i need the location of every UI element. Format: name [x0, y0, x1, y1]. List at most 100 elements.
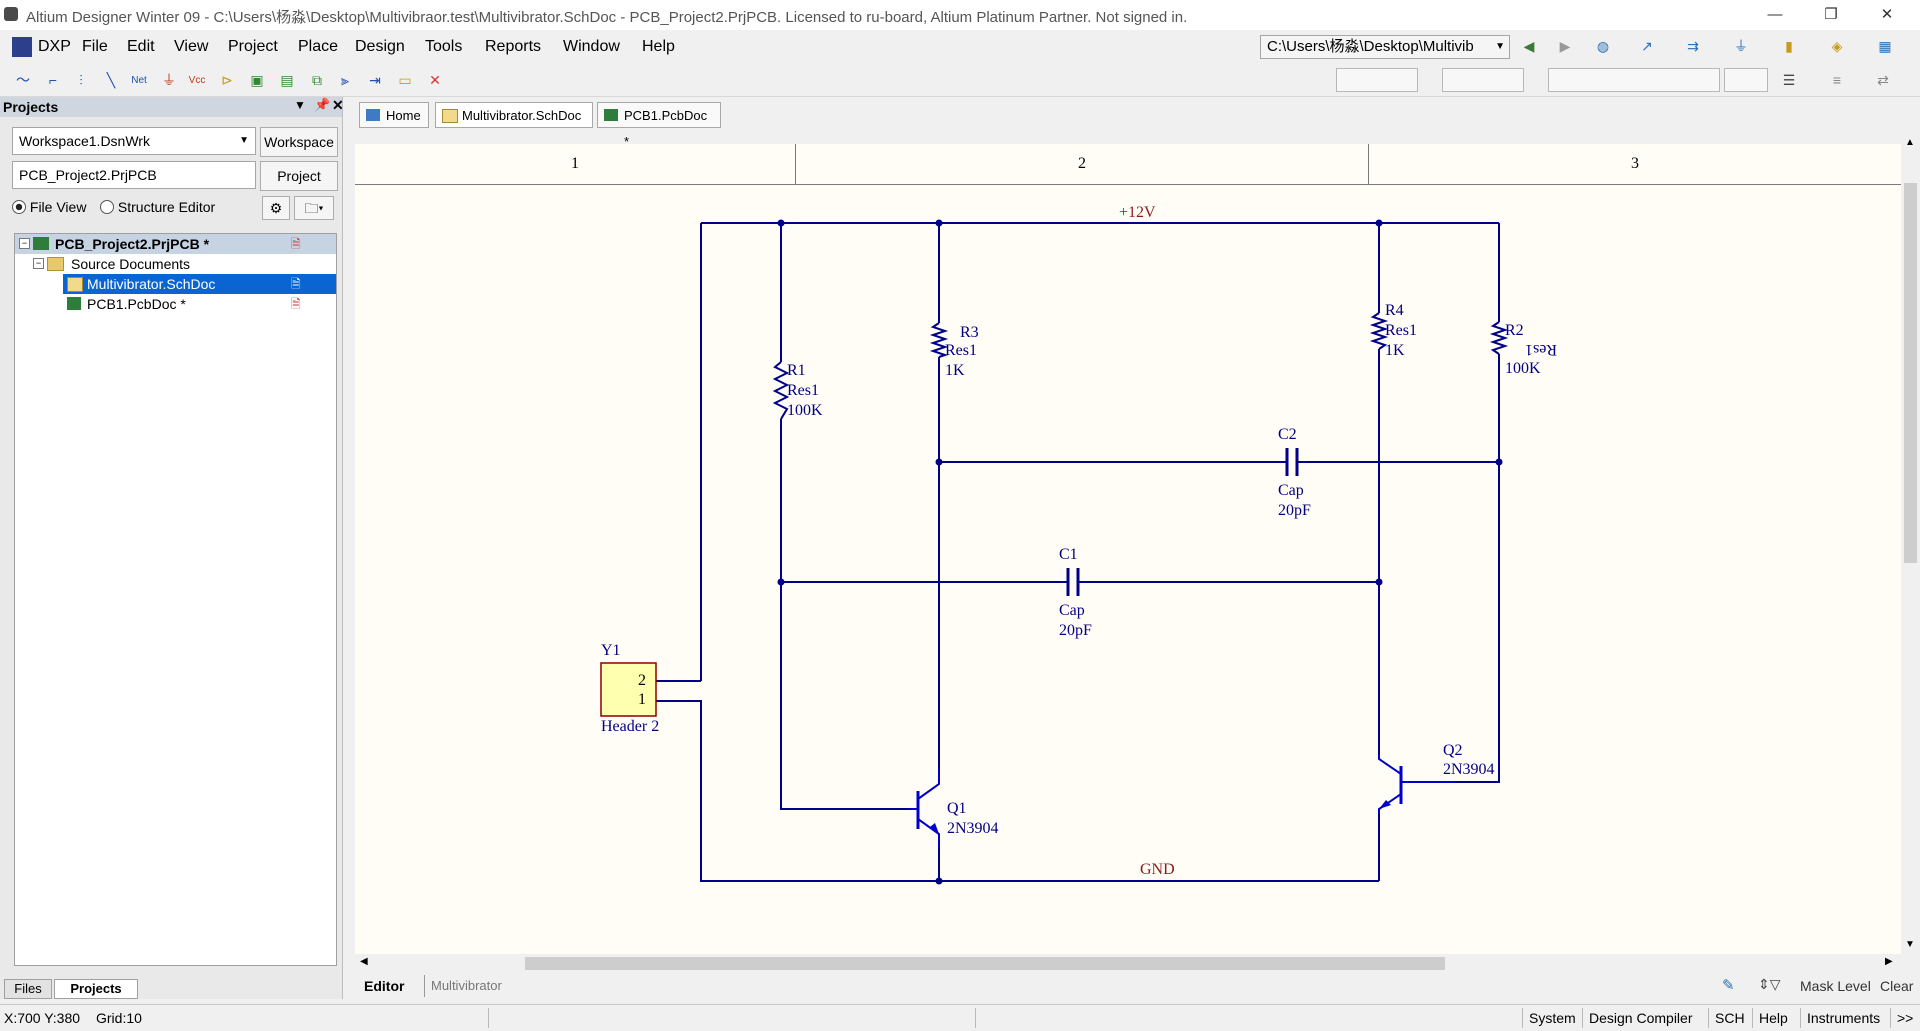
collapse-icon[interactable]: −: [33, 258, 44, 269]
tab-pcbdoc[interactable]: PCB1.PcbDoc *: [597, 102, 721, 149]
menu-file[interactable]: File: [82, 38, 108, 55]
r2-designator[interactable]: R2: [1505, 322, 1524, 339]
list-icon[interactable]: ☰: [1782, 71, 1796, 88]
c2-designator[interactable]: C2: [1278, 426, 1297, 443]
no-erc-icon[interactable]: ✕: [429, 71, 441, 88]
r4-designator[interactable]: R4: [1385, 302, 1404, 319]
status-sch-button[interactable]: SCH: [1708, 1008, 1751, 1028]
status-instruments-button[interactable]: Instruments: [1800, 1008, 1886, 1028]
tab-home[interactable]: Home: [359, 102, 429, 128]
scroll-thumb[interactable]: [525, 957, 1445, 970]
bus-entry-icon[interactable]: ⫶: [79, 71, 83, 88]
bus-icon[interactable]: ⌐: [48, 72, 58, 88]
structure-editor-radio[interactable]: Structure Editor: [100, 199, 215, 215]
menu-edit[interactable]: Edit: [127, 38, 155, 55]
workspace-select[interactable]: Workspace1.DsnWrk ▼: [12, 127, 256, 155]
clear-button[interactable]: Clear: [1880, 978, 1914, 994]
tree-row-schdoc[interactable]: Multivibrator.SchDoc 🗎: [15, 274, 336, 294]
device-sheet-icon[interactable]: ⧉: [312, 71, 322, 88]
port-place-icon[interactable]: ▭: [398, 71, 412, 88]
net-label-icon[interactable]: Net: [131, 74, 147, 86]
scroll-right-icon[interactable]: ▶: [1885, 956, 1893, 967]
port-icon[interactable]: ◈: [1831, 37, 1843, 54]
tree-row-project[interactable]: − PCB_Project2.PrjPCB * 🗎: [15, 234, 336, 254]
wire-icon[interactable]: 〜: [16, 72, 30, 88]
tree-row-folder[interactable]: − Source Documents: [15, 254, 336, 274]
ground-icon[interactable]: ⏚: [1734, 38, 1748, 54]
harness-connector-icon[interactable]: ⫸: [341, 71, 349, 88]
tab-schdoc[interactable]: Multivibrator.SchDoc: [435, 102, 593, 128]
menu-place[interactable]: Place: [298, 38, 339, 55]
panel-close-icon[interactable]: ✕: [332, 97, 344, 113]
file-view-radio[interactable]: File View: [12, 199, 86, 215]
menu-window[interactable]: Window: [563, 38, 620, 55]
vcc-port-icon[interactable]: Vcc: [188, 74, 206, 86]
arrows-icon[interactable]: ⇄: [1877, 71, 1889, 88]
status-more-button[interactable]: >>: [1890, 1008, 1919, 1028]
scroll-down-icon[interactable]: ▼: [1905, 939, 1915, 950]
r1-designator[interactable]: R1: [787, 362, 806, 379]
menu-project[interactable]: Project: [228, 38, 278, 55]
sheet-entry-icon[interactable]: ▤: [280, 71, 294, 88]
lines-icon[interactable]: ≡: [1832, 72, 1842, 88]
restore-button[interactable]: ❐: [1824, 6, 1838, 23]
net-label-gnd[interactable]: GND: [1140, 861, 1175, 878]
status-help-button[interactable]: Help: [1752, 1008, 1794, 1028]
path-combo[interactable]: C:\Users\杨淼\Desktop\Multivib ▼: [1260, 35, 1510, 59]
menu-tools[interactable]: Tools: [425, 38, 463, 55]
panel-tab-projects[interactable]: Projects: [54, 979, 138, 999]
tab-multivibrator[interactable]: Multivibrator: [424, 975, 502, 997]
mask-level-button[interactable]: Mask Level: [1800, 978, 1871, 994]
tab-editor[interactable]: Editor: [364, 975, 404, 997]
q2-designator[interactable]: Q2: [1443, 742, 1463, 759]
menu-design[interactable]: Design: [355, 38, 405, 55]
align-icon[interactable]: ⇉: [1687, 37, 1699, 54]
collapse-icon[interactable]: −: [19, 238, 30, 249]
tree-row-pcbdoc[interactable]: PCB1.PcbDoc * 🗎: [15, 294, 336, 314]
scroll-thumb[interactable]: [1904, 183, 1917, 563]
c1-designator[interactable]: C1: [1059, 546, 1078, 563]
sheet-symbol-icon[interactable]: ▣: [250, 71, 264, 88]
gnd-port-icon[interactable]: ⏚: [162, 72, 176, 88]
pin-icon[interactable]: 📌: [314, 97, 331, 112]
folder-options-icon[interactable]: 🗀▾: [294, 196, 334, 220]
close-button[interactable]: ✕: [1880, 6, 1894, 23]
filter-combo-2[interactable]: [1442, 68, 1524, 92]
workspace-button[interactable]: Workspace: [260, 127, 338, 157]
filter-combo-1[interactable]: [1336, 68, 1418, 92]
globe-icon[interactable]: ◍: [1596, 37, 1610, 54]
filter-combo-3[interactable]: [1548, 68, 1720, 92]
marker-icon[interactable]: ▮: [1785, 37, 1793, 54]
scroll-left-icon[interactable]: ◀: [360, 956, 368, 967]
schematic-canvas[interactable]: 1 2 3: [355, 144, 1901, 954]
q1-designator[interactable]: Q1: [947, 800, 967, 817]
menu-dxp[interactable]: DXP: [38, 38, 71, 55]
signal-harness-icon[interactable]: ╲: [106, 71, 116, 88]
r3-designator[interactable]: R3: [960, 324, 979, 341]
horizontal-scrollbar[interactable]: ◀ ▶: [355, 954, 1901, 973]
chart-icon[interactable]: ↗: [1641, 37, 1653, 54]
status-system-button[interactable]: System: [1522, 1008, 1582, 1028]
panel-tab-files[interactable]: Files: [4, 979, 52, 999]
minimize-button[interactable]: —: [1767, 6, 1783, 23]
filter-combo-4[interactable]: [1724, 68, 1768, 92]
part-icon[interactable]: ⊳: [221, 71, 233, 88]
harness-entry-icon[interactable]: ⇥: [369, 71, 381, 88]
forward-icon[interactable]: ▶: [1559, 37, 1571, 54]
status-design-compiler-button[interactable]: Design Compiler: [1582, 1008, 1698, 1028]
project-field[interactable]: PCB_Project2.PrjPCB: [12, 161, 256, 189]
vertical-scrollbar[interactable]: ▲ ▼: [1901, 133, 1920, 954]
compile-icon[interactable]: ⚙: [262, 196, 290, 220]
menu-view[interactable]: View: [174, 38, 209, 55]
grid-icon[interactable]: ▦: [1878, 37, 1892, 54]
menu-reports[interactable]: Reports: [485, 38, 542, 55]
net-label-vcc[interactable]: +12V: [1119, 204, 1156, 221]
filter-icon[interactable]: ⇕▽: [1758, 976, 1781, 992]
menu-help[interactable]: Help: [642, 38, 675, 55]
back-icon[interactable]: ◀: [1523, 37, 1535, 54]
project-button[interactable]: Project: [260, 161, 338, 191]
y1-designator[interactable]: Y1: [601, 642, 621, 659]
panel-menu-icon[interactable]: ▼: [294, 98, 306, 112]
scroll-up-icon[interactable]: ▲: [1905, 137, 1915, 148]
pencil-icon[interactable]: ✎: [1722, 977, 1735, 994]
